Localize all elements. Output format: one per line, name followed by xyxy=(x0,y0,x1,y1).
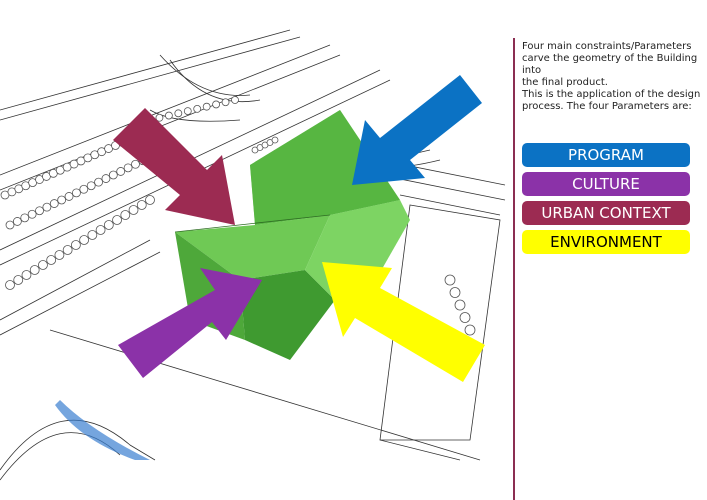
site-model-render xyxy=(0,29,506,481)
tree-icon xyxy=(95,225,106,235)
tree-icon xyxy=(42,202,52,212)
tree-icon xyxy=(21,270,32,280)
parameter-culture: CULTURE xyxy=(522,172,690,196)
tree-icon xyxy=(221,98,230,107)
tree-icon xyxy=(164,111,173,120)
tree-icon xyxy=(444,274,456,286)
tree-icon xyxy=(449,287,461,298)
tree-icon xyxy=(131,159,140,169)
tree-icon xyxy=(54,250,65,260)
tree-icon xyxy=(49,199,59,208)
tree-icon xyxy=(62,245,73,255)
tree-icon xyxy=(13,275,24,285)
description-line-3: the final product. xyxy=(522,77,608,88)
tree-icon xyxy=(193,104,202,113)
tree-icon xyxy=(464,324,476,336)
tree-icon xyxy=(5,280,15,290)
tree-icon xyxy=(202,102,211,111)
tree-icon xyxy=(174,109,183,118)
description-line-2: carve the geometry of the Building into xyxy=(522,53,698,76)
parameter-environment: ENVIRONMENT xyxy=(522,230,690,254)
divider-line xyxy=(513,38,515,500)
tree-icon xyxy=(38,260,48,270)
tree-icon xyxy=(155,113,164,122)
tree-icon xyxy=(29,265,40,275)
description-line-5: process. The four Parameters are: xyxy=(522,101,692,112)
legend-panel: Four main constraints/Parameters carve t… xyxy=(522,41,702,259)
tree-icon xyxy=(212,100,221,109)
description-line-4: This is the application of the design xyxy=(522,89,701,100)
tree-icon xyxy=(459,312,471,323)
tree-icon xyxy=(12,217,22,226)
tree-icon xyxy=(123,163,133,173)
water-channel xyxy=(55,400,150,460)
tree-icon xyxy=(27,209,37,219)
tree-icon xyxy=(35,206,44,216)
description-line-1: Four main constraints/Parameters xyxy=(522,41,692,52)
tree-icon xyxy=(101,174,111,183)
tree-icon xyxy=(79,235,90,245)
tree-icon xyxy=(79,184,89,194)
tree-icon xyxy=(145,195,155,205)
program-arrow xyxy=(352,75,482,185)
tree-icon xyxy=(116,167,126,176)
parameter-program: PROGRAM xyxy=(522,143,690,167)
tree-icon xyxy=(136,200,147,210)
tree-icon xyxy=(70,240,81,250)
tree-icon xyxy=(87,230,98,240)
tree-icon xyxy=(183,107,192,116)
tree-icon xyxy=(108,170,118,180)
tree-icon xyxy=(86,181,96,191)
tree-icon xyxy=(64,192,74,201)
tree-icon xyxy=(454,299,466,311)
tree-icon xyxy=(103,220,114,230)
parameter-list: PROGRAM CULTURE URBAN CONTEXT ENVIRONMEN… xyxy=(522,143,702,254)
tree-icon xyxy=(20,213,30,223)
tree-icon xyxy=(72,188,81,198)
tree-icon xyxy=(46,255,57,265)
culture-arrow xyxy=(118,268,262,378)
tree-icon xyxy=(57,195,67,205)
urban-context-arrow xyxy=(113,108,235,225)
tree-icon xyxy=(120,210,131,220)
tree-icon xyxy=(5,220,15,230)
tree-icon xyxy=(231,96,239,104)
parameter-urban-context: URBAN CONTEXT xyxy=(522,201,690,225)
tree-icon xyxy=(271,136,279,144)
tree-icon xyxy=(128,205,139,215)
tree-icon xyxy=(94,177,103,187)
environment-arrow xyxy=(322,262,485,382)
tree-icon xyxy=(112,215,122,225)
